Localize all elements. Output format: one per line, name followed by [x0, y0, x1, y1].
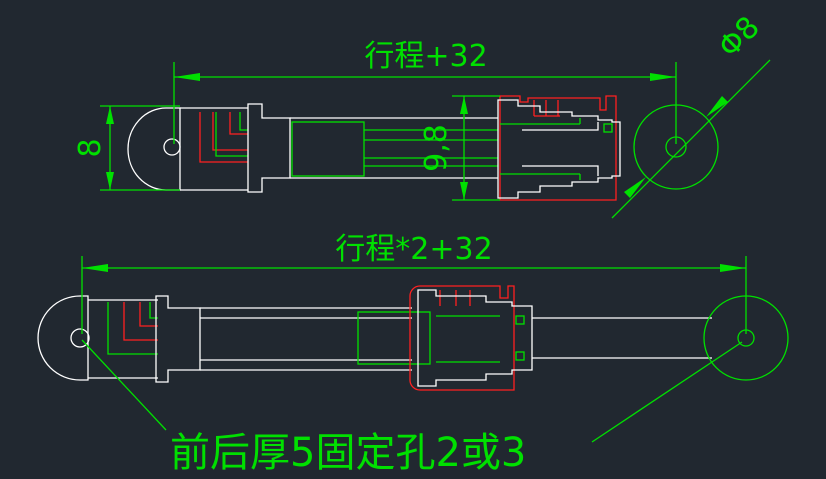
top-rod-tip	[603, 123, 613, 133]
bottom-tube	[200, 307, 412, 371]
bottom-stroke-dim-line	[81, 256, 747, 334]
top-piston-red	[499, 95, 617, 201]
top-rod-green	[500, 118, 581, 180]
top-tube	[290, 117, 498, 179]
top-piston-red-cells	[533, 100, 560, 117]
top-rod	[522, 122, 599, 176]
top-actuator-drawing	[100, 59, 771, 219]
top-rear-hole	[163, 138, 181, 156]
top-width-label: 8	[73, 138, 108, 157]
top-eye-leader	[611, 59, 771, 219]
top-eye-arrows	[624, 96, 728, 198]
bottom-green-inner	[107, 302, 158, 355]
bottom-actuator-drawing	[37, 256, 789, 443]
top-inner-tube	[364, 129, 498, 167]
top-front-nose	[497, 99, 621, 199]
bottom-stroke-label: 行程*2+32	[335, 232, 492, 267]
bottom-front-nose	[417, 289, 533, 387]
bottom-motor-box	[357, 311, 431, 365]
top-stroke-dim-line	[173, 62, 677, 144]
bottom-red-inner	[123, 302, 158, 341]
bottom-rear-eye	[37, 295, 89, 381]
top-red-inner-1	[199, 112, 248, 163]
top-rear-connector	[180, 107, 248, 191]
bottom-piston-cells	[439, 290, 471, 306]
bottom-rear-hole	[70, 328, 90, 348]
bottom-rear-connector	[88, 299, 158, 379]
bottom-rod-ext	[532, 317, 712, 359]
note-leader-right	[591, 341, 743, 443]
bottom-piston-red	[409, 285, 515, 391]
top-stroke-label: 行程+32	[364, 39, 487, 74]
fixing-hole-note: 前后厚5固定孔2或3	[170, 430, 526, 476]
top-body-label: 9,8	[419, 124, 454, 172]
bottom-rod-tip-2	[515, 351, 525, 361]
bottom-rod-green	[436, 315, 500, 363]
top-motor-box	[291, 121, 365, 177]
top-green-inner-rear	[215, 112, 248, 157]
bottom-rod-tip	[515, 315, 525, 325]
top-width-arrows	[106, 106, 114, 190]
top-rear-eye	[127, 107, 181, 191]
note-leader-left	[81, 339, 167, 431]
